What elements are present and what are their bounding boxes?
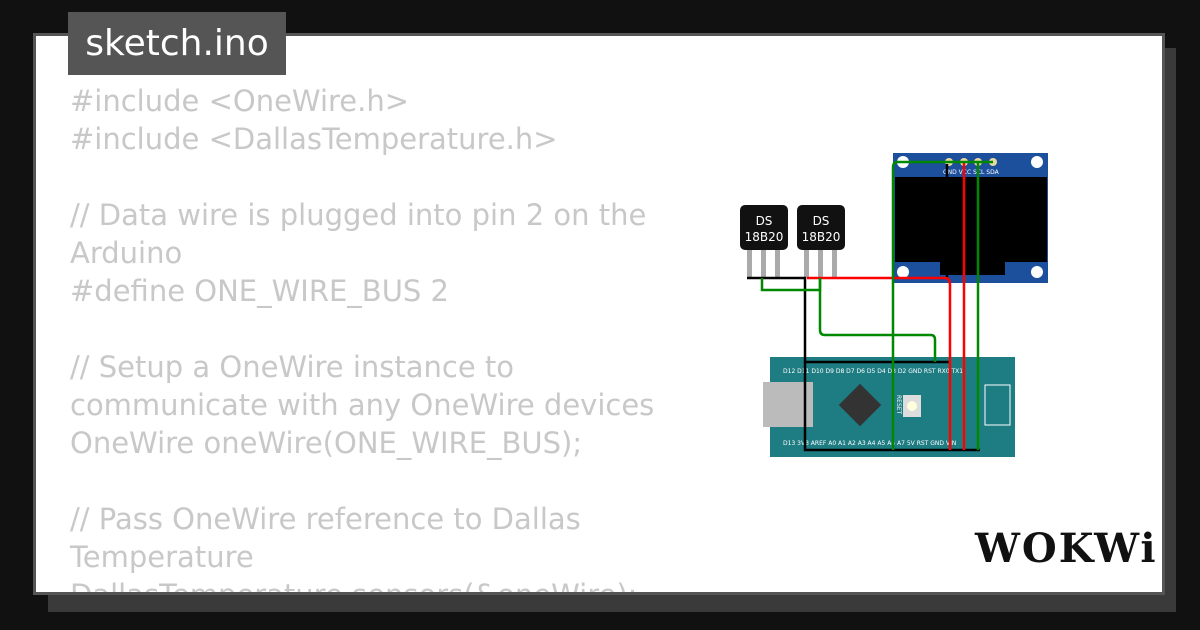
code-line: // Setup a OneWire instance to communica… [70,350,655,422]
oled-pin-labels: GND VCC SCL SDA [943,169,1000,176]
ds18b20-sensor: DS 18B20 [740,205,788,278]
code-line: // Data wire is plugged into pin 2 on th… [70,198,656,270]
code-line: #include <DallasTemperature.h> [70,122,558,156]
code-line: OneWire oneWire(ONE_WIRE_BUS); [70,426,583,460]
code-line [70,158,720,196]
nano-bottom-pin-labels: D13 3V3 AREF A0 A1 A2 A3 A4 A5 A6 A7 5V … [783,440,956,447]
sensor-label: 18B20 [745,230,784,244]
code-line: #define ONE_WIRE_BUS 2 [70,274,449,308]
code-line [70,462,720,500]
sensor-label: 18B20 [802,230,841,244]
code-preview-card: #include <OneWire.h> #include <DallasTem… [33,33,1165,595]
reset-label: RESET [895,395,902,415]
circuit-diagram: GND VCC SCL SDA DS 18B20 DS 18B20 D12 D1… [740,153,1048,457]
file-tab: sketch.ino [68,12,286,75]
code-line: // Pass OneWire reference to Dallas Temp… [70,502,590,574]
nano-top-pin-labels: D12 D11 D10 D9 D8 D7 D6 D5 D4 D3 D2 GND … [783,368,963,375]
oled-display: GND VCC SCL SDA [893,153,1048,283]
sensor-label: DS [756,214,773,228]
wokwi-logo: WOKWi [975,525,1158,572]
wires [747,160,993,452]
code-line: DallasTemperature sensors(&oneWire); [70,578,638,595]
code-block: #include <OneWire.h> #include <DallasTem… [70,82,720,595]
code-line: #include <OneWire.h> [70,84,410,118]
ds18b20-sensor: DS 18B20 [797,205,845,278]
code-line [70,310,720,348]
sensor-label: DS [813,214,830,228]
